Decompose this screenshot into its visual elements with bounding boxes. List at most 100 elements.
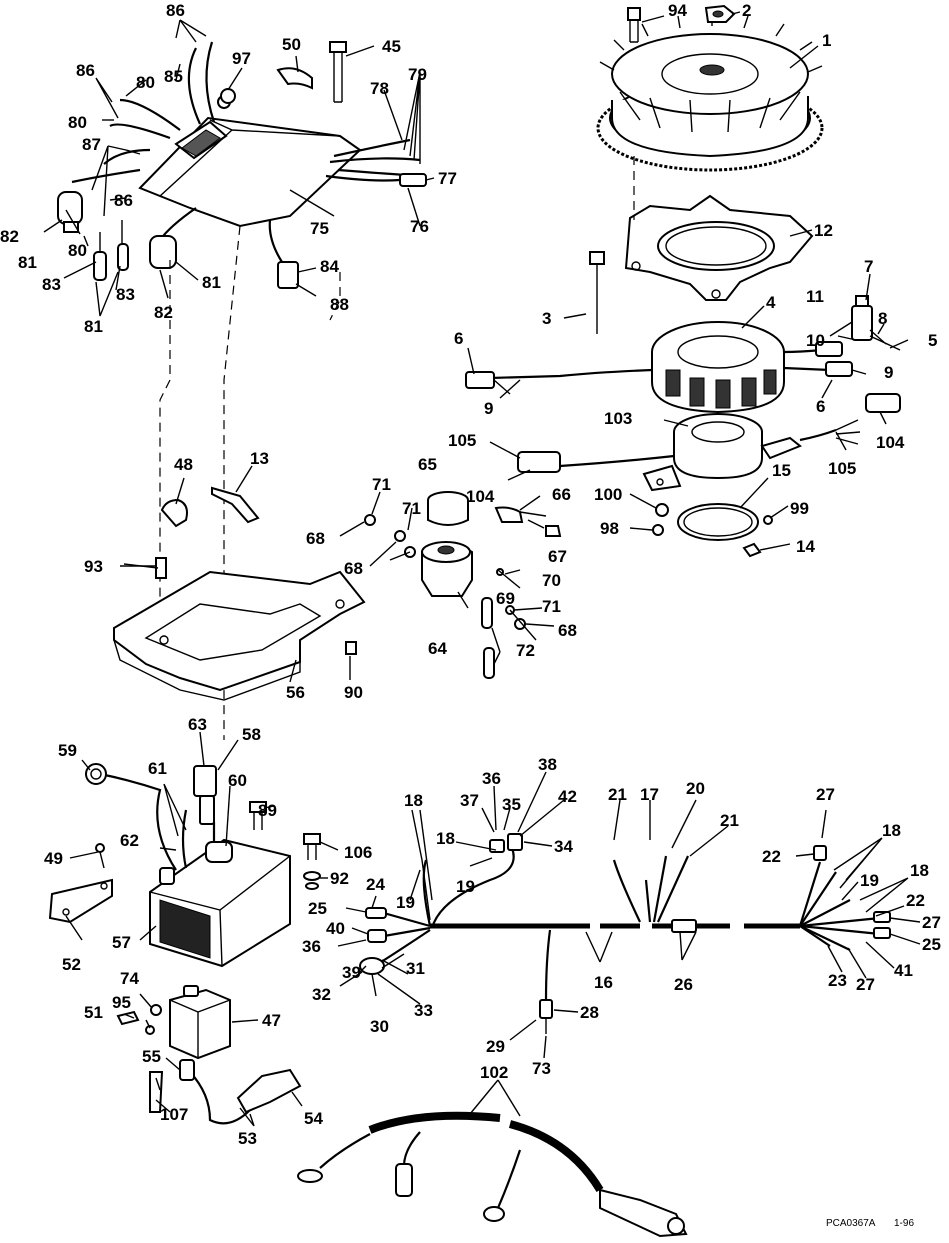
callout-58: 58: [242, 725, 261, 744]
timer-base-plate: [624, 194, 814, 301]
callout-36b: 36: [482, 769, 501, 788]
callout-49: 49: [44, 849, 63, 868]
wiring-harness: [359, 833, 891, 1034]
callout-68c: 68: [558, 621, 577, 640]
callout-83a: 83: [42, 275, 61, 294]
callout-82b: 82: [154, 303, 173, 322]
flywheel: [596, 14, 824, 172]
callout-67: 67: [548, 547, 567, 566]
callout-78: 78: [370, 79, 389, 98]
callout-21a: 21: [608, 785, 627, 804]
callout-9a: 9: [484, 399, 493, 418]
callout-labels: 1 2 94 12 3 4 6 9 7 11 8 5 10 9 6 103 10…: [0, 1, 941, 1148]
callout-10: 10: [806, 331, 825, 350]
callout-56: 56: [286, 683, 305, 702]
callout-22b: 22: [906, 891, 925, 910]
callout-66: 66: [552, 485, 571, 504]
callout-65: 65: [418, 455, 437, 474]
callout-20: 20: [686, 779, 705, 798]
callout-16: 16: [594, 973, 613, 992]
callout-50: 50: [282, 35, 301, 54]
callout-21b: 21: [720, 811, 739, 830]
flywheel-bolt-nut: [627, 4, 736, 43]
callout-81a: 81: [18, 253, 37, 272]
stator-wires: [465, 341, 853, 395]
callout-38: 38: [538, 755, 557, 774]
callout-80c: 80: [68, 241, 87, 260]
callout-24: 24: [366, 875, 385, 894]
callout-68a: 68: [306, 529, 325, 548]
callout-4: 4: [766, 293, 776, 312]
callout-81b: 81: [202, 273, 221, 292]
callout-23: 23: [828, 971, 847, 990]
callout-93: 93: [84, 557, 103, 576]
callout-51: 51: [84, 1003, 103, 1022]
callout-19a: 19: [396, 893, 415, 912]
callout-37: 37: [460, 791, 479, 810]
callout-55: 55: [142, 1047, 161, 1066]
callout-7: 7: [864, 257, 873, 276]
callout-105a: 105: [828, 459, 856, 478]
callout-52: 52: [62, 955, 81, 974]
callout-89: 89: [258, 801, 277, 820]
callout-27c: 27: [856, 975, 875, 994]
callout-97: 97: [232, 49, 251, 68]
callout-2: 2: [742, 1, 751, 20]
callout-42: 42: [558, 787, 577, 806]
callout-60: 60: [228, 771, 247, 790]
callout-34: 34: [554, 837, 573, 856]
callout-77: 77: [438, 169, 457, 188]
callout-71a: 71: [372, 475, 391, 494]
callout-27a: 27: [816, 785, 835, 804]
callout-36a: 36: [302, 937, 321, 956]
callout-64: 64: [428, 639, 447, 658]
figure-code: PCA0367A: [826, 1218, 876, 1229]
callout-18d: 18: [910, 861, 929, 880]
callout-85: 85: [164, 67, 183, 86]
callout-45: 45: [382, 37, 401, 56]
electrical-mounting-plate: [113, 557, 366, 701]
callout-40: 40: [326, 919, 345, 938]
callout-1: 1: [822, 31, 831, 50]
callout-18c: 18: [882, 821, 901, 840]
callout-62: 62: [120, 831, 139, 850]
bracket-52: [48, 843, 113, 924]
callout-88: 88: [330, 295, 349, 314]
callout-8: 8: [878, 309, 887, 328]
callout-29: 29: [486, 1037, 505, 1056]
callout-84: 84: [320, 257, 339, 276]
callout-22a: 22: [762, 847, 781, 866]
timer-base: [517, 393, 901, 492]
callout-6b: 6: [816, 397, 825, 416]
callout-76: 76: [410, 217, 429, 236]
callout-69: 69: [496, 589, 515, 608]
callout-105b: 105: [448, 431, 476, 450]
callout-61: 61: [148, 759, 167, 778]
callout-100: 100: [594, 485, 622, 504]
callout-25b: 25: [922, 935, 941, 954]
callout-70: 70: [542, 571, 561, 590]
callout-57: 57: [112, 933, 131, 952]
bolts-106-92: [303, 833, 321, 890]
callout-31: 31: [406, 959, 425, 978]
small-hardware: [589, 251, 773, 558]
callout-90: 90: [344, 683, 363, 702]
callout-13: 13: [250, 449, 269, 468]
callout-47: 47: [262, 1011, 281, 1030]
callout-103: 103: [604, 409, 632, 428]
callout-5: 5: [928, 331, 937, 350]
bolt-and-clip: [220, 41, 347, 104]
callout-6a: 6: [454, 329, 463, 348]
callout-27b: 27: [922, 913, 941, 932]
starter-solenoid: [364, 491, 562, 679]
callout-53: 53: [238, 1129, 257, 1148]
callout-19b: 19: [456, 877, 475, 896]
callout-33: 33: [414, 1001, 433, 1020]
callout-41: 41: [894, 961, 913, 980]
callout-81c: 81: [84, 317, 103, 336]
callout-82a: 82: [0, 227, 19, 246]
callout-80b: 80: [68, 113, 87, 132]
power-pack: [138, 116, 362, 228]
callout-102: 102: [480, 1063, 508, 1082]
